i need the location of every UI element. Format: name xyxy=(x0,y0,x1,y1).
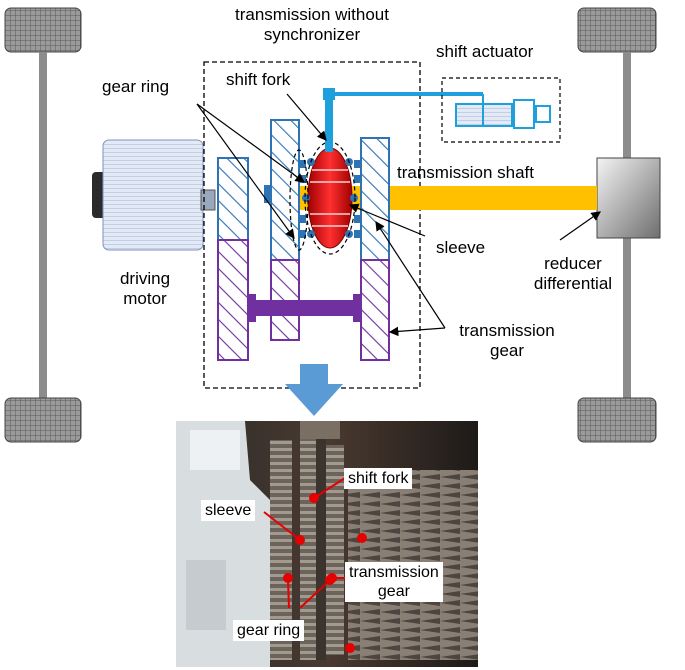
reducer-differential-label: reducer differential xyxy=(518,254,628,294)
photo-transmission-gear-line1: transmission xyxy=(349,564,439,581)
driving-motor-line1: driving xyxy=(119,269,171,288)
gear-ring-label: gear ring xyxy=(102,77,170,96)
photo-transmission-gear-label: transmission gear xyxy=(345,562,443,602)
reducer-differential-box xyxy=(596,157,661,239)
sleeve xyxy=(302,147,358,249)
callout-lines xyxy=(196,93,601,337)
countershaft xyxy=(248,294,361,322)
photo-marker-extra-1 xyxy=(357,533,367,543)
transmission-gear-line2: gear xyxy=(489,341,525,360)
lower-gear-1 xyxy=(217,239,249,361)
photo-shift-fork-label: shift fork xyxy=(344,468,413,489)
transmission-title: transmission without synchronizer xyxy=(212,5,412,45)
driving-motor-line2: motor xyxy=(123,289,167,308)
upper-gear-3 xyxy=(360,137,390,261)
transmission-title-line2: synchronizer xyxy=(263,25,361,44)
photo-marker-shift-fork xyxy=(309,493,319,503)
transmission-title-line1: transmission without xyxy=(234,5,389,24)
upper-gear-1 xyxy=(217,157,249,241)
sleeve-label: sleeve xyxy=(436,238,486,257)
photo-marker-gear-ring-b xyxy=(325,575,335,585)
left-wheel-assembly xyxy=(4,7,82,443)
reducer-label-line1: reducer xyxy=(544,254,602,273)
photo-marker-gear-ring-a xyxy=(283,573,293,583)
shift-fork-label: shift fork xyxy=(226,70,291,89)
reducer-label-line2: differential xyxy=(533,274,613,293)
photo-gear-ring-label: gear ring xyxy=(233,620,305,641)
shift-actuator-box xyxy=(441,77,561,143)
gear-ring-highlight xyxy=(289,149,309,251)
down-arrow xyxy=(285,364,343,416)
photo-marker-sleeve xyxy=(295,535,305,545)
shift-fork xyxy=(323,88,483,152)
photo-sleeve-label: sleeve xyxy=(201,500,256,521)
transmission-gear-label: transmission gear xyxy=(442,321,572,361)
transmission-shaft-label: transmission shaft xyxy=(397,163,534,182)
photo-marker-extra-2 xyxy=(345,643,355,653)
driving-motor-label: driving motor xyxy=(100,269,190,309)
shift-actuator-label: shift actuator xyxy=(436,42,534,61)
shift-actuator xyxy=(455,94,551,129)
photo-transmission-gear-line2: gear xyxy=(377,583,410,600)
transmission-gear-line1: transmission xyxy=(459,321,555,340)
